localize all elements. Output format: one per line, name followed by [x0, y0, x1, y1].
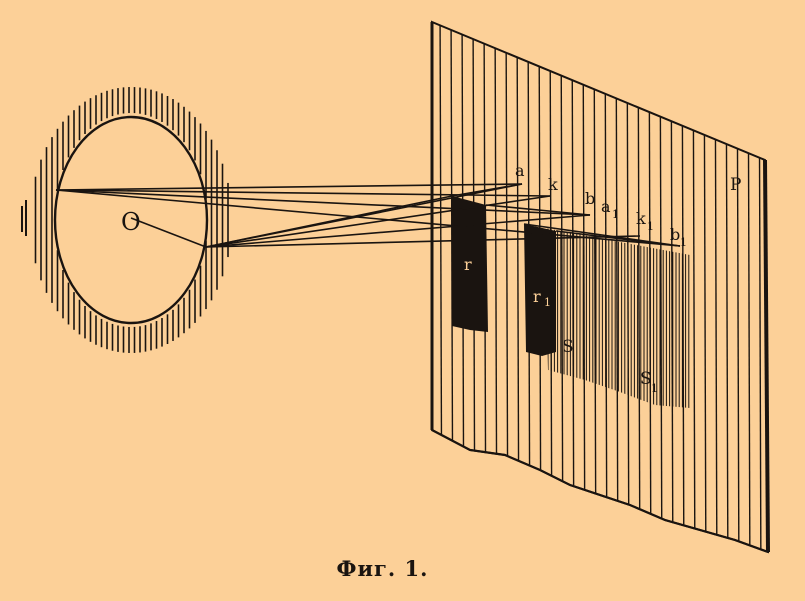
label-k1: k [636, 209, 646, 228]
label-b1-sub: 1 [680, 236, 687, 249]
disc-edge-mark [21, 200, 27, 236]
image-r1 [524, 224, 556, 356]
light-rays [55, 183, 681, 248]
screen-hatch-line [615, 22, 619, 552]
label-a1-sub: 1 [612, 208, 619, 221]
label-k1-sub: 1 [647, 220, 654, 233]
label-r1: r [533, 287, 541, 306]
label-b1: b [670, 225, 680, 244]
luminous-disc [53, 115, 209, 325]
label-s-far-sub: 1 [651, 382, 658, 395]
image-r [452, 196, 488, 332]
center-label-o: O [121, 208, 141, 236]
label-r1-sub: 1 [544, 296, 551, 309]
label-a1: a [601, 197, 611, 216]
label-a: a [515, 161, 525, 180]
figure-caption: Фиг. 1. [336, 556, 429, 581]
label-s-near: S [562, 337, 574, 357]
label-b: b [585, 189, 595, 208]
label-k: k [548, 175, 558, 194]
glow-rays [34, 87, 229, 353]
label-r: r [464, 255, 472, 274]
label-s-far: S [640, 369, 652, 389]
label-screen-p: P [730, 175, 741, 195]
